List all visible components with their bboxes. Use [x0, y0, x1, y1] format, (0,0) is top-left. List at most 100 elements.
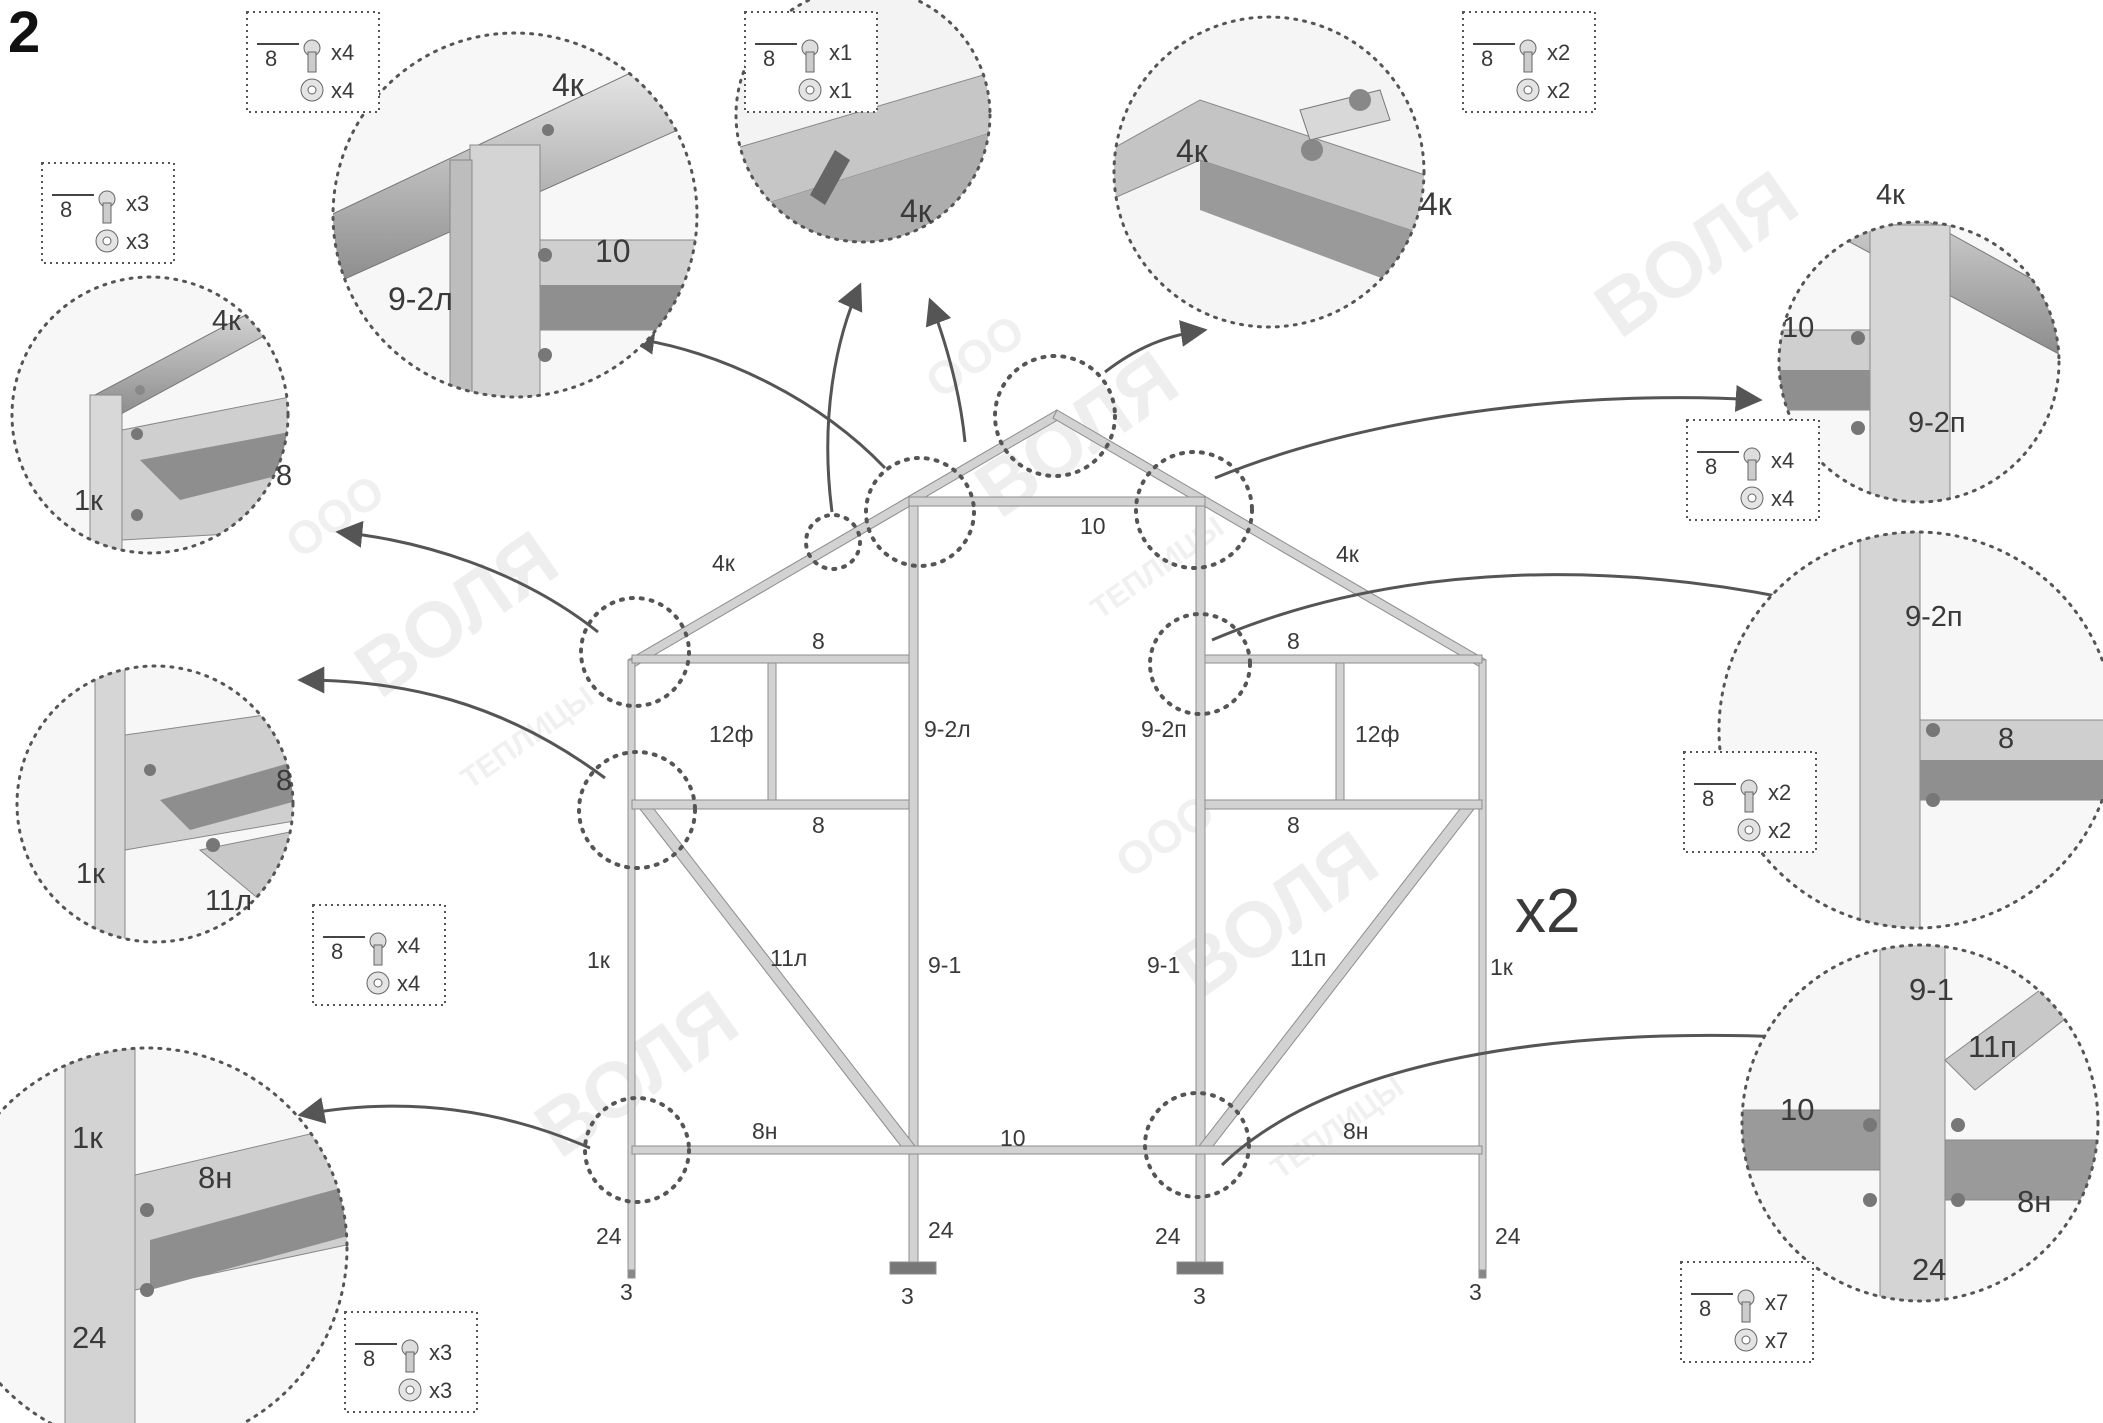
- label-window-left: 12ф: [709, 721, 754, 747]
- mid-bar-right: [1204, 799, 1483, 810]
- target-circle: [583, 1096, 691, 1204]
- detail-label: 1к: [74, 485, 103, 517]
- watermark-text: ООО: [916, 304, 1034, 408]
- label-foot: 3: [1469, 1279, 1482, 1305]
- screw-qty: x1: [829, 40, 852, 65]
- label-window-right: 12ф: [1355, 721, 1400, 747]
- side-post-right: [1478, 659, 1487, 1271]
- greenhouse-end-frame: [627, 409, 1487, 1279]
- screw-icon: [1519, 39, 1537, 73]
- callout-targets: [577, 354, 1254, 1204]
- detail-label: 1к: [76, 858, 105, 890]
- screw-icon: [98, 190, 116, 224]
- window-post-left: [767, 662, 777, 801]
- screw-size: 8: [60, 197, 72, 222]
- screw-qty: x2: [1768, 780, 1791, 805]
- screw-icon: [303, 39, 321, 73]
- nut-icon: [1737, 818, 1761, 842]
- detail-label: 11п: [1968, 1029, 2017, 1064]
- nut-qty: x4: [331, 78, 354, 103]
- detail-frame: [15, 664, 295, 944]
- detail-label: 1к: [72, 1120, 103, 1155]
- hardware-box: 8 x2 x2: [1462, 11, 1596, 113]
- screw-size: 8: [363, 1346, 375, 1371]
- screw-icon: [801, 39, 819, 73]
- detail-label: 11л: [205, 885, 252, 917]
- nut-qty: x7: [1765, 1328, 1788, 1353]
- label-leg: 24: [928, 1217, 954, 1243]
- watermark-text: ВОЛЯ: [1579, 153, 1813, 354]
- upper-bar-left: [631, 654, 910, 664]
- nut-qty: x2: [1768, 818, 1791, 843]
- detail-label: 9-2л: [388, 281, 453, 317]
- hardware-box: 8 x1 x1: [744, 11, 878, 113]
- bottom-bar: [631, 1145, 1483, 1155]
- detail-left-upper-post: 4к 10 9-2л: [331, 31, 699, 399]
- detail-left-mid-joint: 8 1к 11л: [15, 664, 295, 944]
- foot: [627, 1269, 636, 1279]
- frame-labels: 4к 4к 10 8 8 8 8 12ф 12ф 9-2л 9-2п 9-1 9…: [587, 513, 1521, 1309]
- foot: [1478, 1269, 1487, 1279]
- label-post-upper-right: 9-2п: [1141, 716, 1187, 742]
- detail-label: 24: [1912, 1252, 1946, 1287]
- detail-label: 8н: [198, 1160, 232, 1195]
- hardware-box: 8 x4 x4: [312, 904, 446, 1006]
- nut-qty: x4: [1771, 486, 1794, 511]
- screw-icon: [401, 1339, 419, 1373]
- screw-size: 8: [265, 46, 277, 71]
- nut-icon: [798, 78, 822, 102]
- detail-label: 10: [1780, 1092, 1814, 1127]
- screw-qty: x4: [1771, 448, 1794, 473]
- target-circle: [993, 354, 1117, 478]
- label-mid-bar-left: 8: [812, 812, 825, 838]
- label-leg: 24: [1495, 1223, 1521, 1249]
- arrow: [1214, 385, 1763, 480]
- target-circle: [864, 456, 976, 568]
- label-brace-left: 11л: [770, 945, 807, 971]
- target-circle: [1134, 450, 1254, 570]
- detail-frame: [1112, 15, 1426, 329]
- label-leg: 24: [596, 1223, 622, 1249]
- label-bottom-left: 8н: [752, 1118, 778, 1144]
- label-bottom-right: 8н: [1343, 1118, 1369, 1144]
- arrow: [297, 1097, 591, 1150]
- screw-qty: x7: [1765, 1290, 1788, 1315]
- detail-right-mid-joint: 9-2п 8: [1717, 530, 2103, 930]
- label-side-right: 1к: [1490, 954, 1514, 980]
- nut-qty: x4: [397, 971, 420, 996]
- label-mid-bar-right: 8: [1287, 812, 1300, 838]
- screw-icon: [369, 932, 387, 966]
- label-top-bar: 10: [1080, 513, 1106, 539]
- detail-frame: [331, 31, 699, 399]
- label-brace-right: 11п: [1290, 945, 1326, 971]
- label-foot: 3: [1193, 1283, 1206, 1309]
- detail-label: 8: [276, 460, 292, 492]
- callout-arrows: [297, 282, 1823, 1167]
- detail-right-upper-post: 4к 10 9-2п: [1777, 179, 2061, 504]
- label-post-lower-left: 9-1: [928, 952, 961, 978]
- step-number: 2: [8, 0, 40, 65]
- screw-qty: x3: [126, 191, 149, 216]
- arrow: [826, 282, 863, 513]
- nut-qty: x2: [1547, 78, 1570, 103]
- top-bar: [908, 496, 1206, 507]
- detail-label: 4к: [212, 305, 241, 337]
- detail-frame: [1717, 530, 2103, 930]
- hardware-box: 8 x4 x4: [246, 11, 380, 113]
- hardware-box: 8 x2 x2: [1683, 751, 1817, 853]
- target-circle: [579, 596, 691, 708]
- screw-size: 8: [763, 46, 775, 71]
- label-foot: 3: [620, 1279, 633, 1305]
- nut-qty: x3: [126, 229, 149, 254]
- nut-icon: [300, 78, 324, 102]
- mid-bar-left: [631, 799, 910, 810]
- detail-label: 8: [276, 765, 292, 797]
- label-upper-bar-right: 8: [1287, 628, 1300, 654]
- detail-left-bottom-joint: 1к 8н 24: [0, 1046, 349, 1423]
- detail-label: 24: [72, 1320, 106, 1355]
- arrow: [1211, 573, 1823, 642]
- multiplier-label: x2: [1515, 877, 1580, 946]
- hardware-boxes: 8 x3 x3 8 x4 x4 8 x1 x1 8: [41, 11, 1820, 1413]
- detail-label: 4к: [1420, 186, 1453, 222]
